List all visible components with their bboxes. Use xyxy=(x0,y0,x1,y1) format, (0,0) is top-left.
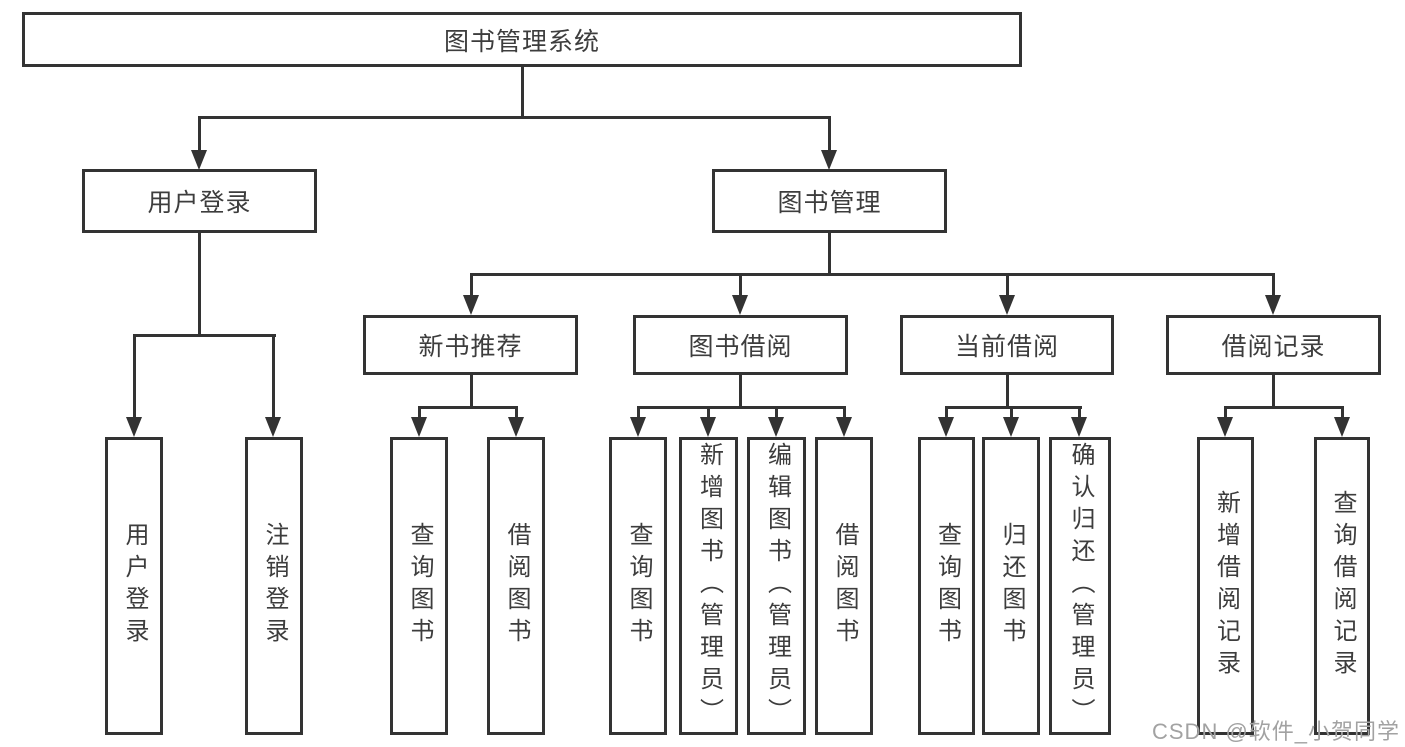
node-label: 查询借阅记录 xyxy=(1329,490,1356,682)
csdn-watermark: CSDN @软件_小贺同学 xyxy=(1152,719,1401,744)
connector-line xyxy=(637,406,846,409)
node-label: 借阅图书 xyxy=(831,522,858,650)
connector-line xyxy=(828,233,831,276)
connector-line xyxy=(775,406,778,420)
leaf-query-books-recommend: 查询图书 xyxy=(390,437,448,735)
arrow-down-icon xyxy=(1003,417,1019,437)
arrow-down-icon xyxy=(630,417,646,437)
arrow-down-icon xyxy=(1334,417,1350,437)
connector-line xyxy=(707,406,710,420)
arrow-down-icon xyxy=(1265,295,1281,315)
connector-line xyxy=(470,273,473,297)
connector-line xyxy=(198,233,201,337)
leaf-query-books-borrowing: 查询图书 xyxy=(609,437,667,735)
node-label: 用户登录 xyxy=(121,522,148,650)
node-label: 图书管理系统 xyxy=(443,27,600,56)
connector-line xyxy=(1010,406,1013,420)
connector-line xyxy=(1272,273,1275,297)
node-label: 归还图书 xyxy=(998,522,1025,650)
connector-line xyxy=(1006,375,1009,409)
node-book-borrowing: 图书借阅 xyxy=(633,315,848,375)
connector-line xyxy=(133,334,276,337)
leaf-add-books-admin: 新增图书（管理员） xyxy=(679,437,738,735)
connector-line xyxy=(272,334,275,420)
arrow-down-icon xyxy=(508,417,524,437)
leaf-edit-books-admin: 编辑图书（管理员） xyxy=(747,437,806,735)
connector-line xyxy=(198,116,201,152)
node-label: 注销登录 xyxy=(261,522,288,650)
leaf-borrow-books: 借阅图书 xyxy=(815,437,873,735)
node-current-borrowing: 当前借阅 xyxy=(900,315,1114,375)
arrow-down-icon xyxy=(836,417,852,437)
leaf-logout: 注销登录 xyxy=(245,437,303,735)
connector-line xyxy=(515,406,518,420)
arrow-down-icon xyxy=(126,417,142,437)
node-user-login: 用户登录 xyxy=(82,169,317,233)
connector-line xyxy=(418,406,421,420)
connector-line xyxy=(1078,406,1081,420)
leaf-return-books: 归还图书 xyxy=(982,437,1040,735)
node-library-management-system: 图书管理系统 xyxy=(22,12,1022,67)
connector-line xyxy=(1224,406,1344,409)
node-label: 图书管理 xyxy=(777,189,882,217)
connector-line xyxy=(945,406,948,420)
connector-line xyxy=(418,406,518,409)
arrow-down-icon xyxy=(1217,417,1233,437)
node-label: 借阅图书 xyxy=(503,522,530,650)
node-label: 查询图书 xyxy=(406,522,433,650)
arrow-down-icon xyxy=(191,150,207,170)
node-label: 当前借阅 xyxy=(954,333,1059,361)
connector-line xyxy=(470,375,473,409)
leaf-query-books-current: 查询图书 xyxy=(918,437,975,735)
arrow-down-icon xyxy=(732,295,748,315)
leaf-confirm-return-admin: 确认归还（管理员） xyxy=(1049,437,1111,735)
node-label: 新书推荐 xyxy=(418,333,523,361)
connector-line xyxy=(945,406,1082,409)
connector-line xyxy=(521,67,524,117)
node-label: 查询图书 xyxy=(625,522,652,650)
node-label: 新增借阅记录 xyxy=(1212,490,1240,682)
leaf-add-borrow-record: 新增借阅记录 xyxy=(1197,437,1254,735)
arrow-down-icon xyxy=(1071,417,1087,437)
arrow-down-icon xyxy=(463,295,479,315)
node-borrowing-records: 借阅记录 xyxy=(1166,315,1381,375)
connector-line xyxy=(843,406,846,420)
connector-line xyxy=(133,334,136,420)
connector-line xyxy=(739,375,742,409)
connector-line xyxy=(198,116,831,119)
arrow-down-icon xyxy=(700,417,716,437)
leaf-user-login: 用户登录 xyxy=(105,437,163,735)
connector-line xyxy=(637,406,640,420)
node-label: 图书借阅 xyxy=(688,333,793,361)
node-label: 借阅记录 xyxy=(1221,333,1326,361)
leaf-borrow-books-recommend: 借阅图书 xyxy=(487,437,545,735)
node-label: 查询图书 xyxy=(933,522,961,650)
node-label: 新增图书（管理员） xyxy=(695,442,723,730)
connector-line xyxy=(828,116,831,152)
node-label: 用户登录 xyxy=(147,189,252,217)
arrow-down-icon xyxy=(265,417,281,437)
connector-line xyxy=(739,273,742,297)
connector-line xyxy=(470,273,1275,276)
connector-line xyxy=(1006,273,1009,297)
connector-line xyxy=(1224,406,1227,420)
arrow-down-icon xyxy=(768,417,784,437)
node-book-management: 图书管理 xyxy=(712,169,947,233)
node-label: 确认归还（管理员） xyxy=(1067,442,1094,730)
connector-line xyxy=(1341,406,1344,420)
node-new-book-recommendation: 新书推荐 xyxy=(363,315,578,375)
arrow-down-icon xyxy=(999,295,1015,315)
arrow-down-icon xyxy=(938,417,954,437)
arrow-down-icon xyxy=(411,417,427,437)
arrow-down-icon xyxy=(821,150,837,170)
connector-line xyxy=(1272,375,1275,409)
node-label: 编辑图书（管理员） xyxy=(763,442,791,730)
leaf-query-borrow-record: 查询借阅记录 xyxy=(1314,437,1370,735)
